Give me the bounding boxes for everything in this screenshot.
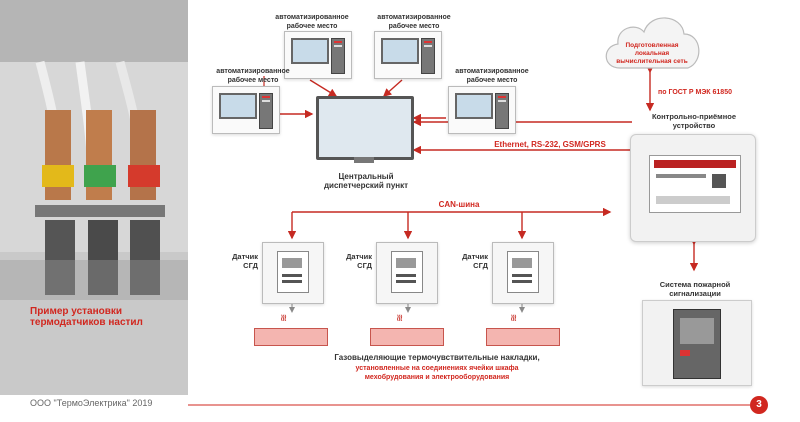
panel-header-bar (654, 160, 736, 168)
patches-sublabel: установленные на соединениях ячейки шкаф… (292, 364, 582, 382)
central-monitor-screen (316, 96, 414, 160)
sensor-3[interactable] (492, 242, 554, 304)
sensor-device-icon (277, 251, 309, 293)
thermo-patch-1 (254, 328, 328, 346)
control-device-panel (649, 155, 741, 213)
fire-alarm-cabinet-icon (673, 309, 721, 379)
cloud-label-line-3: вычислительная сеть (616, 58, 688, 65)
panel-display-icon (656, 174, 706, 178)
sensor-device-icon (391, 251, 423, 293)
heat-wave-icon: ≀≀≀ (510, 313, 517, 324)
page-number-badge: 3 (750, 396, 768, 414)
panel-button-icon (712, 174, 726, 188)
workstation-left-label-line-2: рабочее место (227, 77, 279, 84)
fire-alarm-label: Система пожарной сигнализации (640, 280, 750, 298)
workstation-left-label: автоматизированное рабочее место (208, 67, 298, 85)
footer-company: ООО "ТермоЭлектрика" 2019 (30, 398, 153, 408)
sensor-2-label-line-1: Датчик (346, 252, 372, 261)
photo-caption-line-2: термодатчиков настил (30, 317, 143, 328)
workstation-top-right[interactable] (374, 31, 442, 79)
workstation-right-label-line-2: рабочее место (466, 77, 518, 84)
fire-alarm-label-line-2: сигнализации (669, 289, 721, 298)
sensor-1-label-line-1: Датчик (232, 252, 258, 261)
workstation-right-label-line-1: автоматизированное (455, 68, 529, 75)
pc-tower-icon (421, 38, 435, 74)
gost-label: по ГОСТ Р МЭК 61850 (658, 89, 732, 96)
workstation-top-right-label: автоматизированное рабочее место (364, 13, 464, 31)
patches-label: Газовыделяющие термочувствительные накла… (334, 353, 540, 362)
monitor-icon (455, 93, 493, 119)
workstation-left[interactable] (212, 86, 280, 134)
workstation-right[interactable] (448, 86, 516, 134)
installation-photo: Пример установки термодатчиков настил (0, 0, 188, 395)
pc-tower-icon (259, 93, 273, 129)
control-device-label: Контрольно-приёмное устройство (634, 112, 754, 130)
central-station-label-line-2: диспетчерский пункт (323, 181, 409, 190)
cloud-icon (605, 17, 700, 69)
patches-sublabel-line-1: установленные на соединениях ячейки шкаф… (355, 365, 519, 372)
sensor-3-label-line-1: Датчик (462, 252, 488, 261)
workstation-right-label: автоматизированное рабочее место (442, 67, 542, 85)
panel-slot-icon (656, 196, 730, 204)
sensor-2-label: Датчик СГД (328, 252, 372, 270)
heat-wave-icon: ≀≀≀ (280, 313, 287, 324)
thermo-patch-2 (370, 328, 444, 346)
fire-alarm-system[interactable] (642, 300, 752, 386)
sensor-3-label-line-2: СГД (473, 261, 488, 270)
control-device-label-line-2: устройство (672, 121, 716, 130)
sensor-device-icon (507, 251, 539, 293)
pc-tower-icon (331, 38, 345, 74)
thermo-patch-3 (486, 328, 560, 346)
monitor-icon (381, 38, 419, 64)
photo-caption-line-1: Пример установки (30, 306, 123, 317)
workstation-top-left-label-line-1: автоматизированное (275, 14, 349, 21)
control-device[interactable] (630, 134, 756, 242)
sensor-2-label-line-2: СГД (357, 261, 372, 270)
sensor-1-label: Датчик СГД (214, 252, 258, 270)
sensor-1-label-line-2: СГД (243, 261, 258, 270)
control-device-label-line-1: Контрольно-приёмное (651, 112, 737, 121)
central-station-label: Центральный диспетчерский пункт (296, 172, 436, 190)
cabinet-panel (680, 318, 714, 344)
central-station-label-line-1: Центральный (338, 172, 394, 181)
workstation-top-right-label-line-2: рабочее место (388, 23, 440, 30)
workstation-left-label-line-1: автоматизированное (216, 68, 290, 75)
heat-wave-icon: ≀≀≀ (396, 313, 403, 324)
pc-tower-icon (495, 93, 509, 129)
workstation-top-right-label-line-1: автоматизированное (377, 14, 451, 21)
cloud-label-line-2: локальная (634, 50, 670, 57)
cloud-label-line-1: Подготовленная (625, 42, 679, 49)
busbar-photo-illustration (0, 60, 188, 300)
photo-caption: Пример установки термодатчиков настил (30, 306, 180, 328)
ethernet-label: Ethernet, RS-232, GSM/GPRS (494, 140, 606, 149)
cloud-label: Подготовленная локальная вычислительная … (604, 42, 700, 66)
workstation-top-left[interactable] (284, 31, 352, 79)
monitor-icon (219, 93, 257, 119)
monitor-stand-icon (354, 157, 374, 163)
patches-sublabel-line-2: мехобрудования и электрооборудования (364, 374, 510, 381)
monitor-icon (291, 38, 329, 64)
sensor-3-label: Датчик СГД (444, 252, 488, 270)
central-station-monitor[interactable] (316, 96, 414, 166)
can-bus-label: CAN-шина (438, 200, 480, 209)
cabinet-indicator (680, 350, 690, 356)
sensor-1[interactable] (262, 242, 324, 304)
sensor-2[interactable] (376, 242, 438, 304)
fire-alarm-label-line-1: Система пожарной (659, 280, 731, 289)
workstation-top-left-label-line-2: рабочее место (286, 23, 338, 30)
workstation-top-left-label: автоматизированное рабочее место (262, 13, 362, 31)
